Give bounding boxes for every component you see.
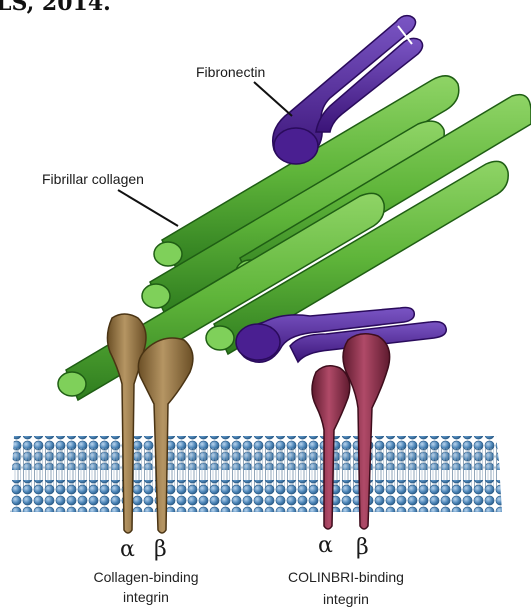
colinbri-integrin-caption-line2: integrin bbox=[323, 591, 369, 607]
fibronectin-label: Fibronectin bbox=[196, 64, 265, 80]
fibronectin-leader-line bbox=[254, 82, 292, 116]
beta-label-colinbri-integrin: β bbox=[356, 535, 369, 560]
collagen-integrin-caption-line1: Collagen-binding bbox=[93, 569, 198, 585]
collagen-leader-line bbox=[118, 190, 178, 226]
alpha-label-colinbri-integrin: α bbox=[318, 533, 333, 558]
header-fragment: LS, 2014. bbox=[0, 0, 111, 16]
colinbri-integrin-caption-line1: COLINBRI-binding bbox=[288, 569, 404, 585]
collagen-integrin-caption-line2: integrin bbox=[123, 589, 169, 605]
cell-membrane bbox=[10, 436, 502, 512]
beta-label-collagen-integrin: β bbox=[154, 537, 167, 562]
alpha-label-collagen-integrin: α bbox=[120, 537, 135, 562]
fibrillar-collagen-label: Fibrillar collagen bbox=[42, 171, 144, 187]
